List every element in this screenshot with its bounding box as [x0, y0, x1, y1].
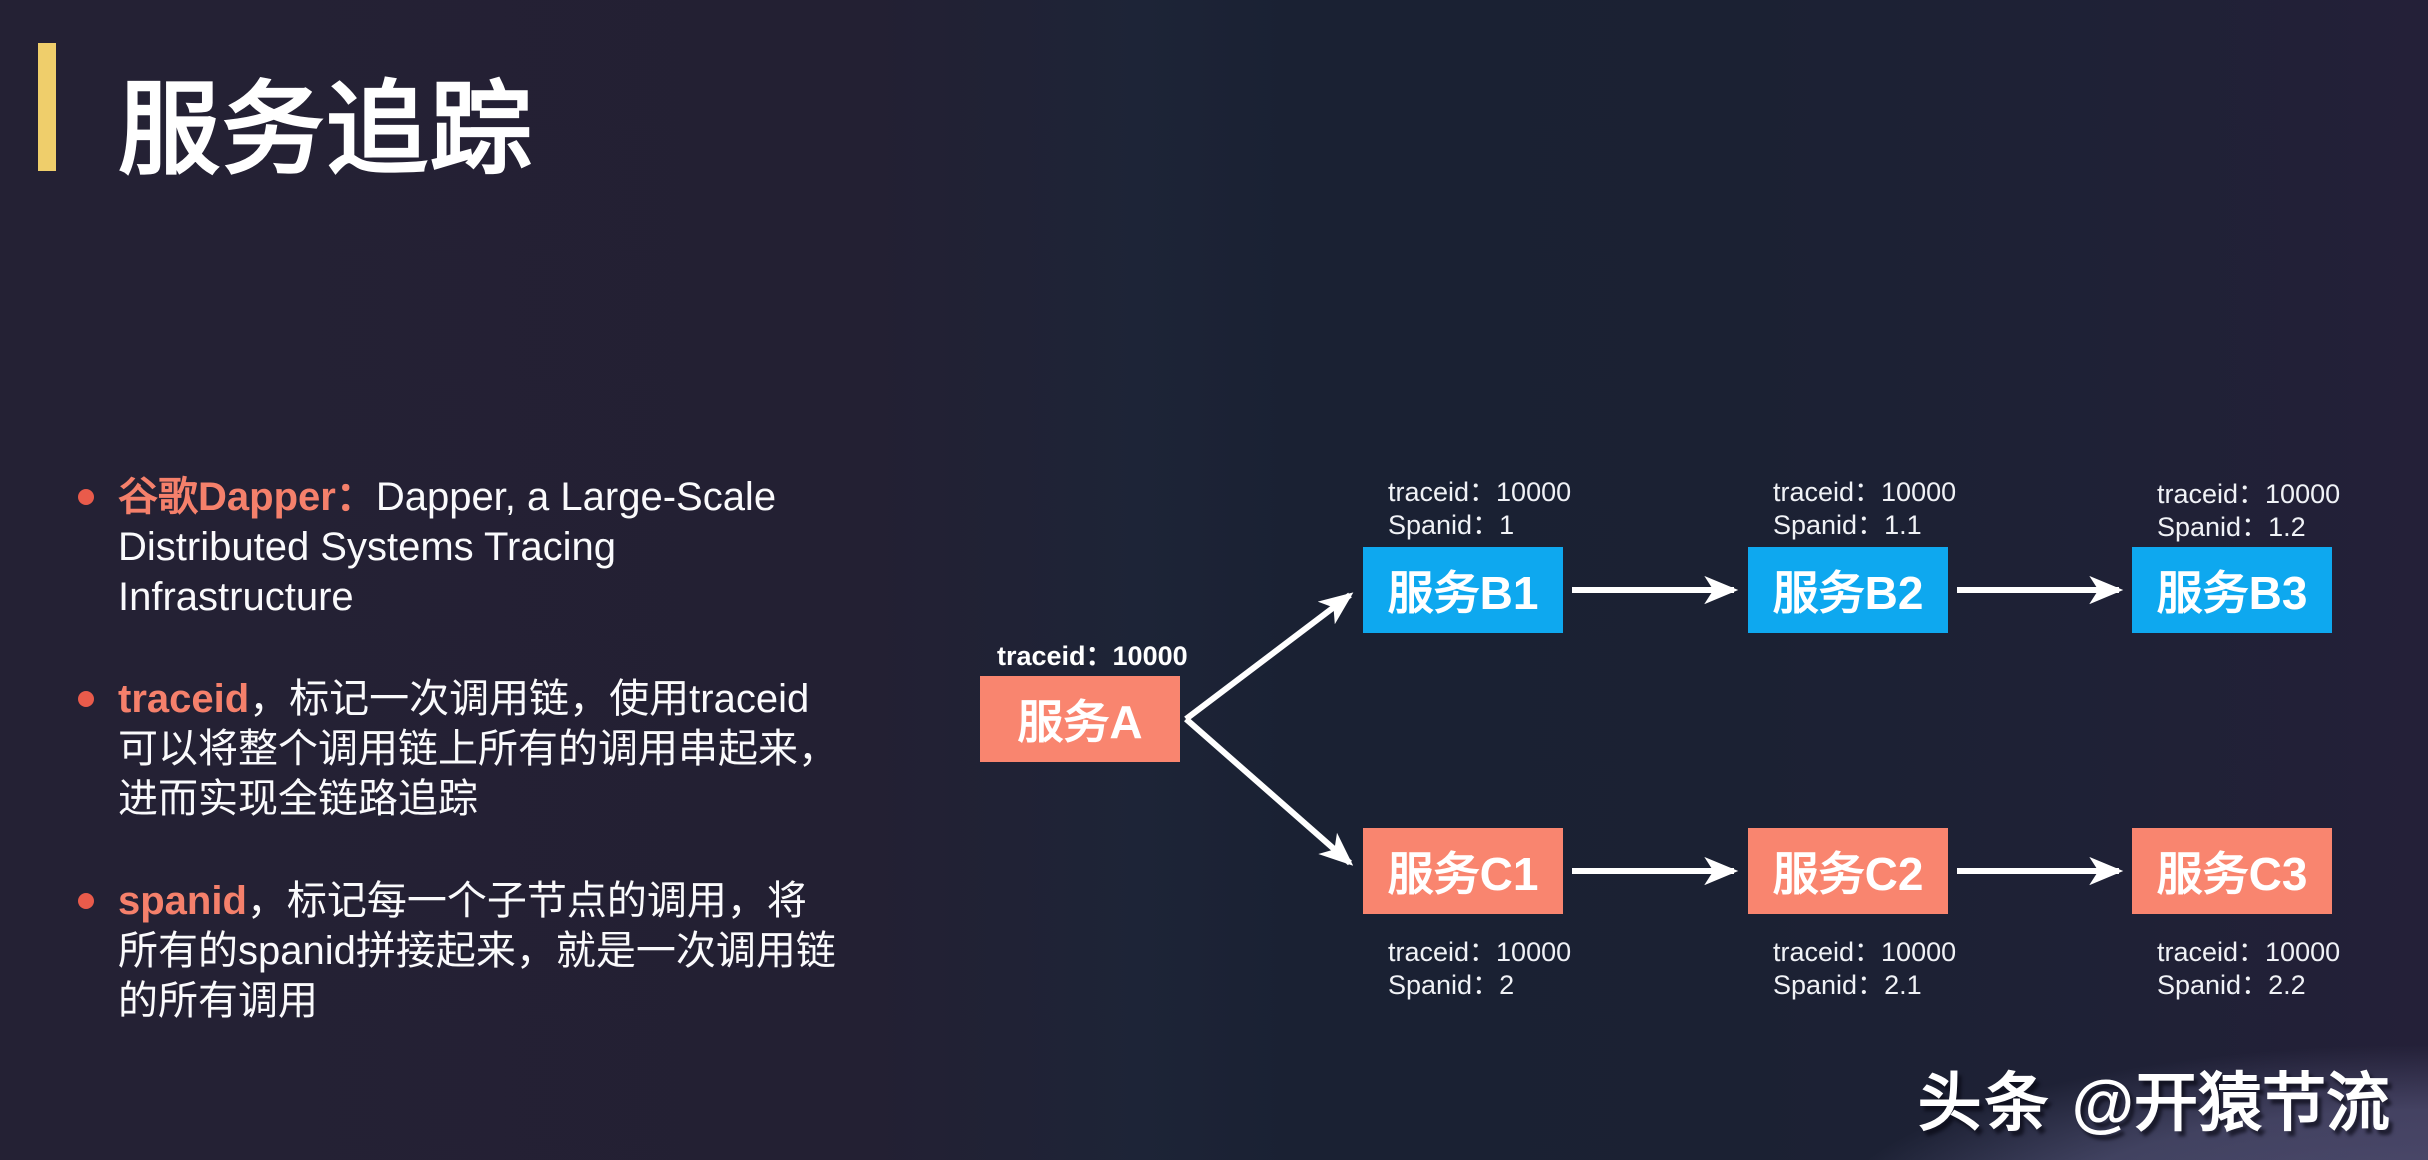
traceid-line: traceid：10000: [2157, 479, 2341, 509]
spanid-line: Spanid：1.1: [1773, 510, 1922, 540]
bullet-text: spanid，标记每一个子节点的调用，将 所有的spanid拼接起来，就是一次调…: [118, 876, 836, 1026]
traceid-line: traceid：10000: [997, 641, 1188, 671]
title-accent-bar: [38, 43, 56, 171]
service-node-b2: 服务B2: [1748, 547, 1948, 633]
bullet-body: Dapper, a Large-Scale Distributed System…: [118, 475, 777, 619]
list-item: 谷歌Dapper：Dapper, a Large-Scale Distribut…: [70, 472, 950, 622]
service-node-b3: 服务B3: [2132, 547, 2332, 633]
trace-label-c2: traceid：10000 Spanid：2.1: [1773, 936, 1956, 1002]
bullet-keyword: traceid: [118, 677, 250, 721]
bullet-dot-icon: [78, 691, 94, 707]
service-node-c1: 服务C1: [1363, 828, 1563, 914]
list-item: traceid，标记一次调用链，使用traceid 可以将整个调用链上所有的调用…: [70, 674, 950, 824]
watermark-handle: @开猿节流: [2071, 1067, 2390, 1139]
watermark: 头条 @开猿节流: [1918, 1052, 2390, 1144]
bullet-dot-icon: [78, 893, 94, 909]
spanid-line: Spanid：1.2: [2157, 512, 2306, 542]
traceid-line: traceid：10000: [2157, 937, 2341, 967]
spanid-line: Spanid：2.2: [2157, 970, 2306, 1000]
traceid-line: traceid：10000: [1388, 937, 1572, 967]
spanid-line: Spanid：1: [1388, 510, 1515, 540]
bullet-keyword: 谷歌Dapper：: [118, 475, 376, 519]
bullet-list: 谷歌Dapper：Dapper, a Large-Scale Distribut…: [70, 472, 950, 1078]
bullet-text: traceid，标记一次调用链，使用traceid 可以将整个调用链上所有的调用…: [118, 674, 838, 824]
trace-label-b3: traceid：10000 Spanid：1.2: [2157, 478, 2340, 544]
spanid-line: Spanid：2.1: [1773, 970, 1922, 1000]
service-node-b1: 服务B1: [1363, 547, 1563, 633]
arrow-a-c1: [1184, 716, 1354, 866]
traceid-line: traceid：10000: [1773, 937, 1957, 967]
traceid-line: traceid：10000: [1388, 477, 1572, 507]
page-title: 服务追踪: [118, 73, 534, 187]
service-node-c2: 服务C2: [1748, 828, 1948, 914]
watermark-brand: 头条: [1917, 1067, 2052, 1139]
trace-label-b1: traceid：10000 Spanid：1: [1388, 476, 1571, 542]
trace-label-c3: traceid：10000 Spanid：2.2: [2157, 936, 2340, 1002]
trace-label-b2: traceid：10000 Spanid：1.1: [1773, 476, 1956, 542]
trace-label-a: traceid：10000: [997, 640, 1188, 673]
service-node-c3: 服务C3: [2132, 828, 2332, 914]
bullet-text: 谷歌Dapper：Dapper, a Large-Scale Distribut…: [118, 472, 776, 622]
arrow-a-b1: [1184, 592, 1354, 722]
traceid-line: traceid：10000: [1773, 477, 1957, 507]
spanid-line: Spanid：2: [1388, 970, 1515, 1000]
bullet-keyword: spanid: [118, 879, 247, 923]
list-item: spanid，标记每一个子节点的调用，将 所有的spanid拼接起来，就是一次调…: [70, 876, 950, 1026]
bullet-dot-icon: [78, 489, 94, 505]
bullet-body: ，标记一次调用链，使用traceid 可以将整个调用链上所有的调用串起来， 进而…: [118, 677, 838, 821]
service-node-a: 服务A: [980, 676, 1180, 762]
bullet-body: ，标记每一个子节点的调用，将 所有的spanid拼接起来，就是一次调用链 的所有…: [118, 879, 836, 1023]
trace-label-c1: traceid：10000 Spanid：2: [1388, 936, 1571, 1002]
